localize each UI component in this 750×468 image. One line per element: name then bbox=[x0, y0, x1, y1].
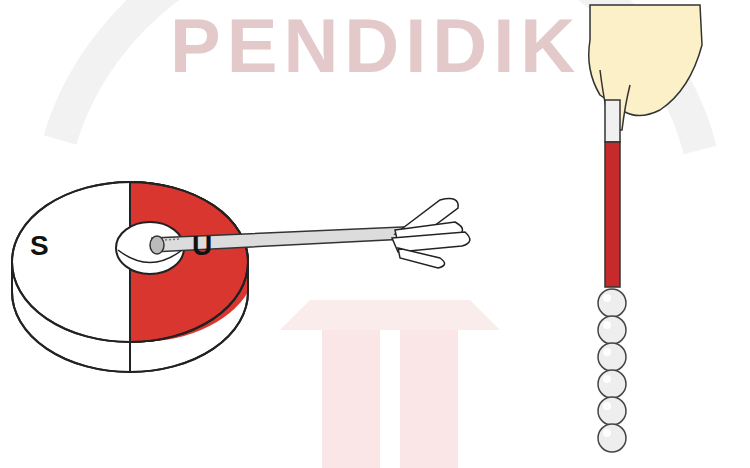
iron-ball bbox=[598, 343, 626, 371]
iron-ball bbox=[598, 370, 626, 398]
watermark: PENDIDIK bbox=[170, 8, 581, 84]
ring-magnet bbox=[12, 182, 248, 372]
pole-label: U bbox=[192, 232, 212, 260]
bar-magnet bbox=[605, 100, 620, 287]
hand-left bbox=[392, 199, 470, 268]
iron-balls bbox=[598, 289, 626, 452]
iron-rod bbox=[150, 226, 426, 254]
pole-label: S bbox=[30, 232, 49, 260]
iron-ball bbox=[598, 289, 626, 317]
iron-ball bbox=[598, 316, 626, 344]
iron-ball bbox=[598, 424, 626, 452]
iron-ball bbox=[598, 397, 626, 425]
